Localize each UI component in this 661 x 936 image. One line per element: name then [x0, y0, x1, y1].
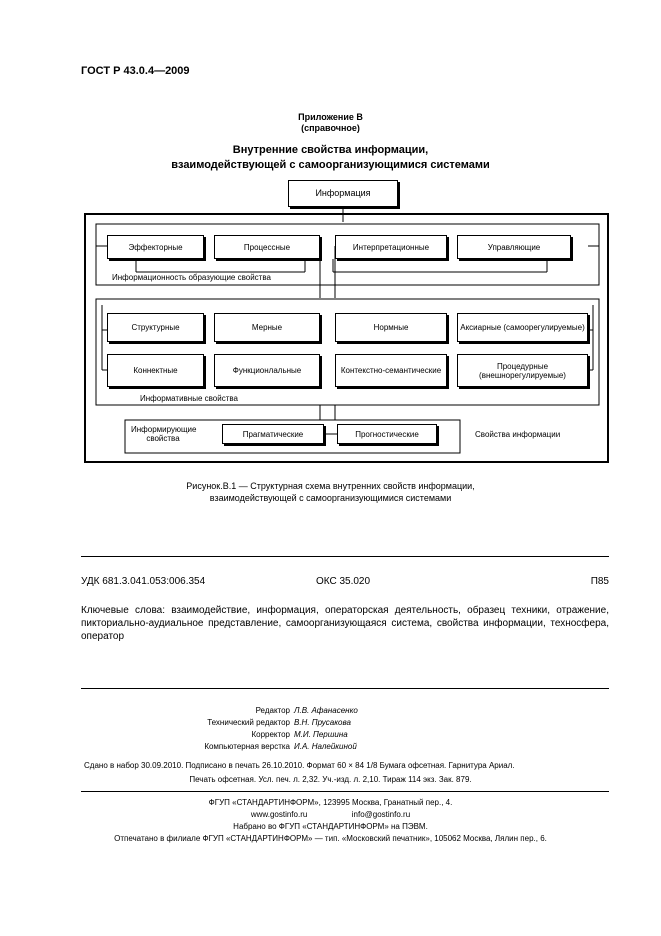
- imprint-line-2: Печать офсетная. Усл. печ. л. 2,32. Уч.-…: [189, 775, 472, 784]
- node-context-semantic: Контекстно-семантические: [335, 354, 447, 387]
- group1-frame: [95, 223, 600, 286]
- appendix-kind: (справочное): [301, 123, 360, 133]
- node-prognostic: Прогностические: [337, 424, 437, 444]
- node-axiar: Аксиарные (самоорегулируемые): [457, 313, 588, 342]
- imprint-line-1: Сдано в набор 30.09.2010. Подписано в пе…: [84, 761, 515, 770]
- divider-rule-2: [81, 688, 609, 689]
- group3-left-label: Информирующие свойства: [131, 425, 197, 443]
- divider-rule: [81, 556, 609, 557]
- udk-code: УДК 681.3.041.053:006.354: [81, 576, 206, 587]
- node-control: Управляющие: [457, 235, 571, 259]
- figure-caption-line-1: Рисунок.В.1 — Структурная схема внутренн…: [186, 481, 475, 491]
- publisher-line-3: Набрано во ФГУП «СТАНДАРТИНФОРМ» на ПЭВМ…: [233, 822, 428, 831]
- appendix-title: Приложение В: [298, 112, 363, 122]
- figure-title-line-1: Внутренние свойства информации,: [232, 144, 429, 156]
- node-connect: Коннектные: [107, 354, 204, 387]
- node-pragmatic: Прагматические: [222, 424, 324, 444]
- group1-label: Информационность образующие свойства: [112, 273, 271, 282]
- publisher-block: ФГУП «СТАНДАРТИНФОРМ», 123995 Москва, Гр…: [0, 797, 661, 845]
- node-measure: Мерные: [214, 313, 320, 342]
- figure-title: Внутренние свойства информации, взаимоде…: [0, 143, 661, 173]
- document-code: ГОСТ Р 43.0.4—2009: [81, 65, 190, 77]
- node-procedural: Процедурные (внешнорегулируемые): [457, 354, 588, 387]
- figure-caption-line-2: взаимодействующей с самоорганизующимися …: [209, 493, 452, 503]
- node-process: Процессные: [214, 235, 320, 259]
- group2-label: Информативные свойства: [140, 394, 238, 403]
- node-effector: Эффекторные: [107, 235, 204, 259]
- publisher-line-1: ФГУП «СТАНДАРТИНФОРМ», 123995 Москва, Гр…: [208, 798, 453, 807]
- divider-rule-3: [81, 791, 609, 792]
- publisher-line-2: www.gostinfo.ru info@gostinfo.ru: [250, 810, 411, 819]
- group3-right-label: Свойства информации: [475, 430, 561, 439]
- root-node-information: Информация: [288, 180, 398, 207]
- group2-frame: [95, 298, 600, 406]
- keywords-paragraph: Ключевые слова: взаимодействие, информац…: [81, 605, 609, 642]
- figure-caption: Рисунок.В.1 — Структурная схема внутренн…: [0, 480, 661, 504]
- publisher-line-4: Отпечатано в филиале ФГУП «СТАНДАРТИНФОР…: [114, 834, 547, 843]
- group3-frame: [124, 419, 461, 454]
- class-code: П85: [590, 576, 609, 587]
- diagram-outer-frame: [84, 213, 609, 463]
- appendix-heading: Приложение В (справочное): [0, 112, 661, 134]
- node-norm: Нормные: [335, 313, 447, 342]
- node-functional: Функционлальные: [214, 354, 320, 387]
- oks-code: ОКС 35.020: [315, 576, 371, 587]
- node-interpretation: Интерпретационные: [335, 235, 447, 259]
- figure-title-line-2: взаимодействующей с самоорганизующимися …: [171, 159, 490, 171]
- node-structural: Структурные: [107, 313, 204, 342]
